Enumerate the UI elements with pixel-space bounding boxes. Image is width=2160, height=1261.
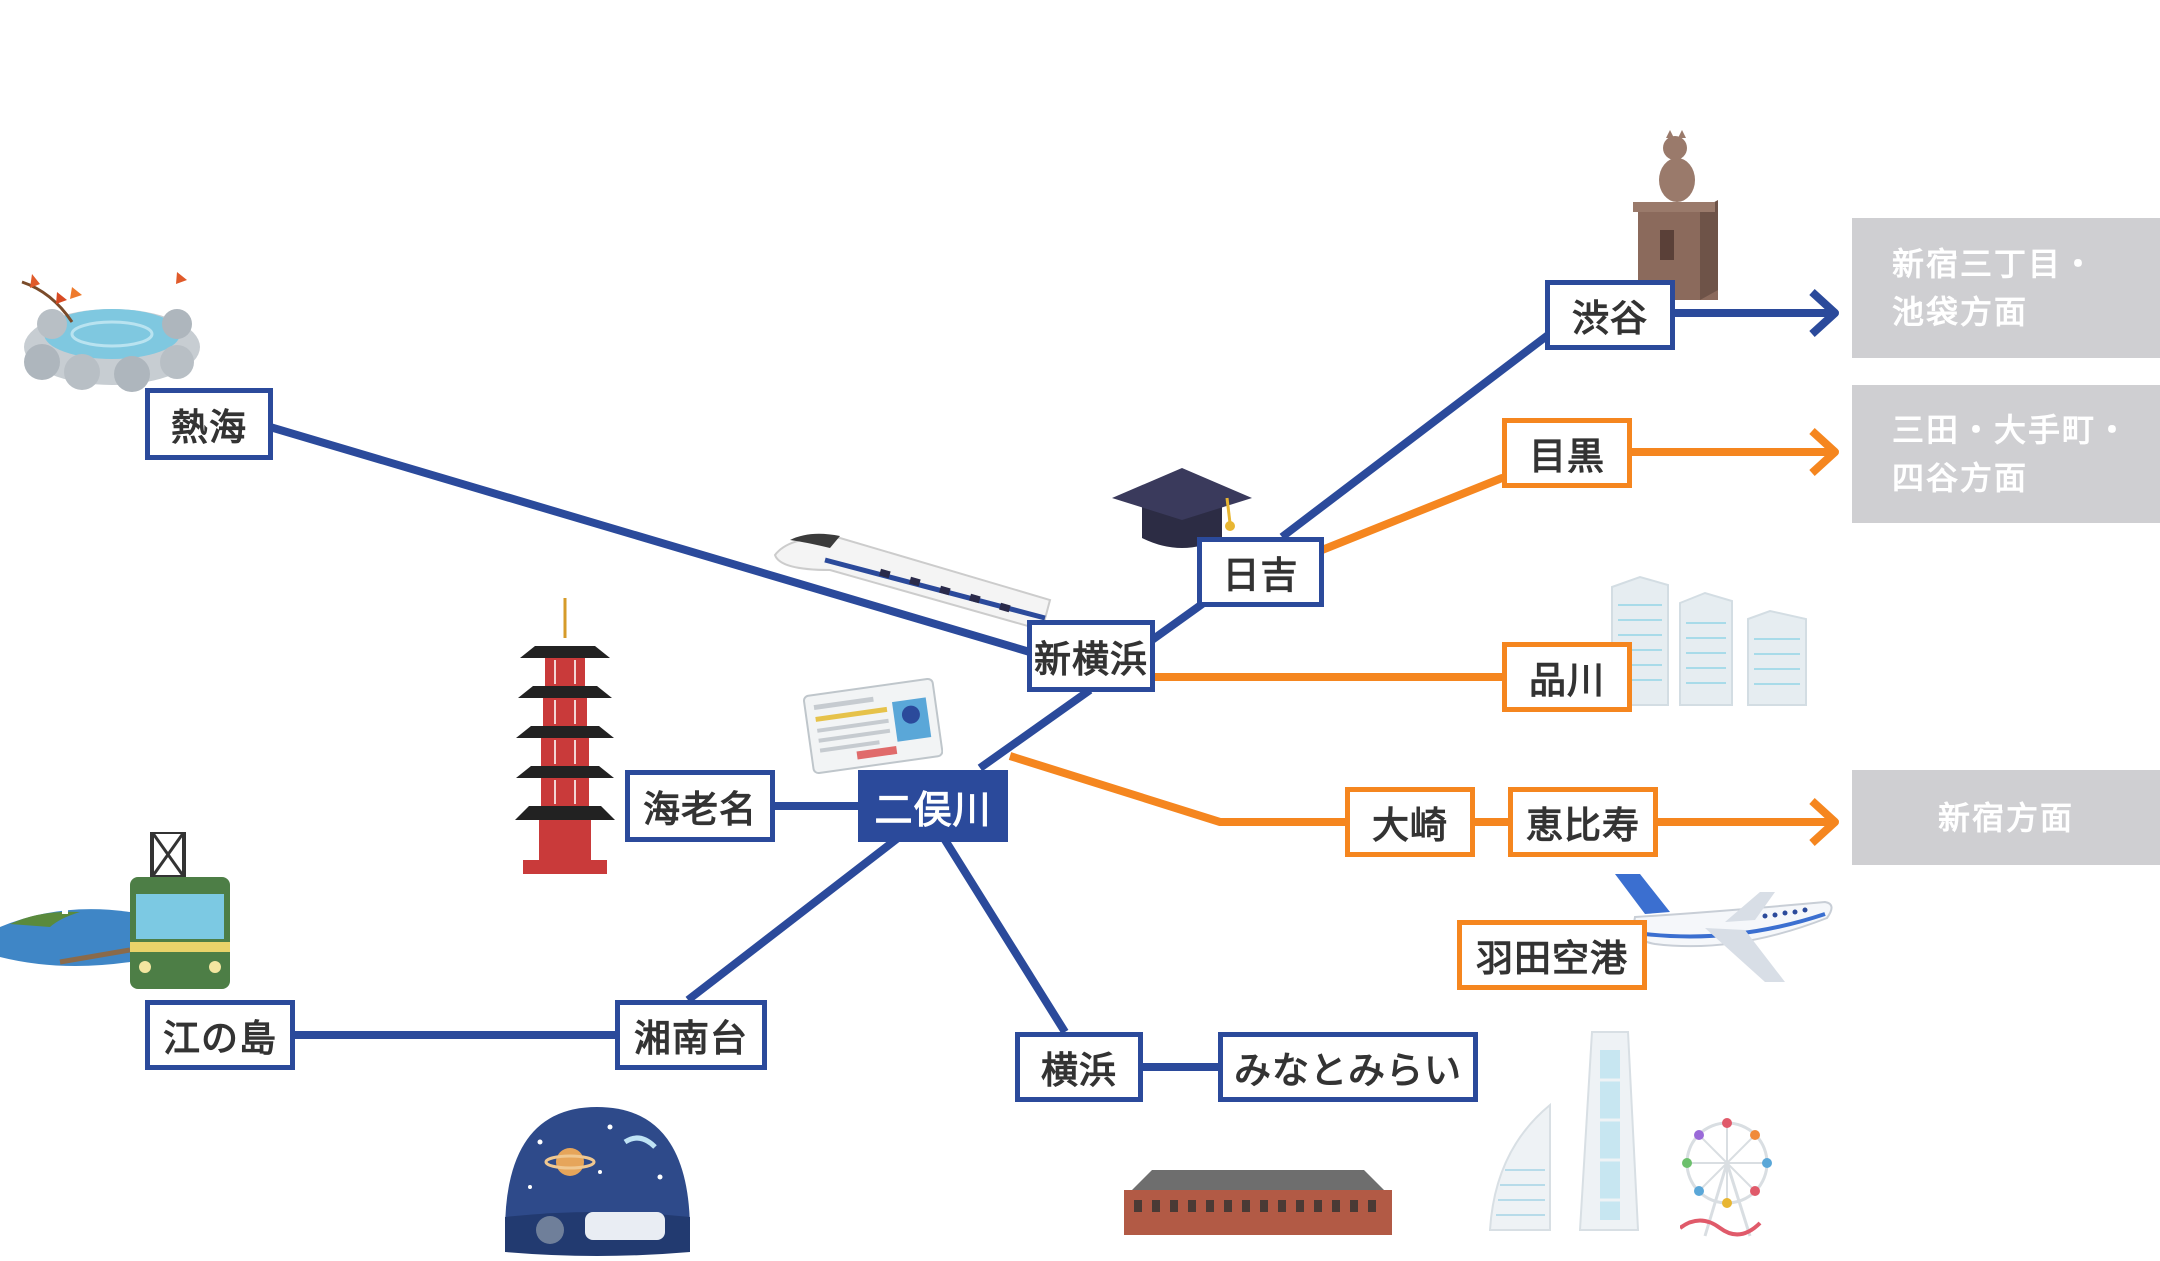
pagoda-icon xyxy=(515,598,615,874)
station-shibuya[interactable]: 渋谷 xyxy=(1545,280,1675,350)
destination-line-1: 三田・大手町・ xyxy=(1892,411,2131,449)
ferris-wheel-icon xyxy=(1680,1118,1772,1237)
line-hub-osaki xyxy=(1008,752,1348,826)
red-brick-warehouse-icon xyxy=(1124,1170,1392,1235)
arrowhead-shinjuku-sanchome xyxy=(1809,289,1839,337)
line-hub-shonandai xyxy=(685,834,901,1004)
hachiko-statue-icon xyxy=(1633,130,1718,300)
destination-shinjuku: 新宿方面 xyxy=(1852,770,2160,865)
station-shinyokohama[interactable]: 新横浜 xyxy=(1027,620,1155,692)
station-haneda-label: 羽田空港 xyxy=(1476,937,1628,980)
station-enoshima[interactable]: 江の島 xyxy=(145,1000,295,1070)
station-shinagawa[interactable]: 品川 xyxy=(1502,642,1632,712)
line-hub-shinyokohama xyxy=(977,686,1093,772)
drivers-license-icon xyxy=(803,677,943,775)
destination-line-1: 新宿方面 xyxy=(1937,798,2074,837)
destination-line-1: 新宿三丁目・ xyxy=(1892,245,2097,283)
station-ebina[interactable]: 海老名 xyxy=(625,770,775,842)
destination-line-2: 池袋方面 xyxy=(1892,293,2029,331)
hub-label: 二俣川 xyxy=(874,787,992,832)
line-hub-yokohama xyxy=(941,837,1069,1035)
shinkansen-icon xyxy=(773,533,1052,632)
line-atami-shinyokohama xyxy=(268,423,1042,659)
station-osaki-label: 大崎 xyxy=(1372,804,1448,847)
station-ebisu[interactable]: 恵比寿 xyxy=(1508,787,1658,857)
station-yokohama[interactable]: 横浜 xyxy=(1015,1032,1143,1102)
station-haneda-airport[interactable]: 羽田空港 xyxy=(1457,920,1647,990)
hot-spring-icon xyxy=(21,272,200,392)
station-atami-label: 熱海 xyxy=(171,406,247,449)
line-shinyokohama-hiyoshi xyxy=(1149,598,1208,644)
station-ebina-label: 海老名 xyxy=(643,788,757,831)
station-atami[interactable]: 熱海 xyxy=(145,388,273,460)
station-ebisu-label: 恵比寿 xyxy=(1526,804,1640,847)
station-minatomirai-label: みなとみらい xyxy=(1234,1049,1462,1092)
arrowhead-mita xyxy=(1809,428,1839,476)
landmark-tower-icon xyxy=(1488,1031,1640,1231)
station-shinagawa-label: 品川 xyxy=(1529,659,1605,702)
planetarium-icon xyxy=(505,1107,690,1256)
station-yokohama-label: 横浜 xyxy=(1041,1049,1117,1092)
station-hiyoshi-label: 日吉 xyxy=(1222,554,1299,597)
enoden-train-icon xyxy=(0,832,230,989)
line-hiyoshi-shibuya xyxy=(1279,328,1555,541)
arrowhead-shinjuku xyxy=(1809,798,1839,846)
airplane-icon xyxy=(1615,874,1833,982)
station-shinyokohama-label: 新横浜 xyxy=(1034,638,1148,681)
office-buildings-icon xyxy=(1611,575,1807,706)
station-enoshima-label: 江の島 xyxy=(163,1017,277,1060)
station-osaki[interactable]: 大崎 xyxy=(1345,787,1475,857)
station-hiyoshi[interactable]: 日吉 xyxy=(1197,537,1324,607)
station-shonandai-label: 湘南台 xyxy=(634,1017,748,1060)
destination-mita-otemachi-yotsuya: 三田・大手町・ 四谷方面 xyxy=(1852,385,2160,523)
station-meguro-label: 目黒 xyxy=(1529,435,1605,478)
station-futamatagawa-hub[interactable]: 二俣川 xyxy=(858,770,1008,842)
station-shonandai[interactable]: 湘南台 xyxy=(615,1000,767,1070)
destination-shinjuku-sanchome-ikebukuro: 新宿三丁目・ 池袋方面 xyxy=(1852,218,2160,358)
station-minatomirai[interactable]: みなとみらい xyxy=(1218,1032,1478,1102)
station-shibuya-label: 渋谷 xyxy=(1572,297,1648,340)
destination-line-2: 四谷方面 xyxy=(1892,459,2029,497)
station-meguro[interactable]: 目黒 xyxy=(1502,418,1632,488)
